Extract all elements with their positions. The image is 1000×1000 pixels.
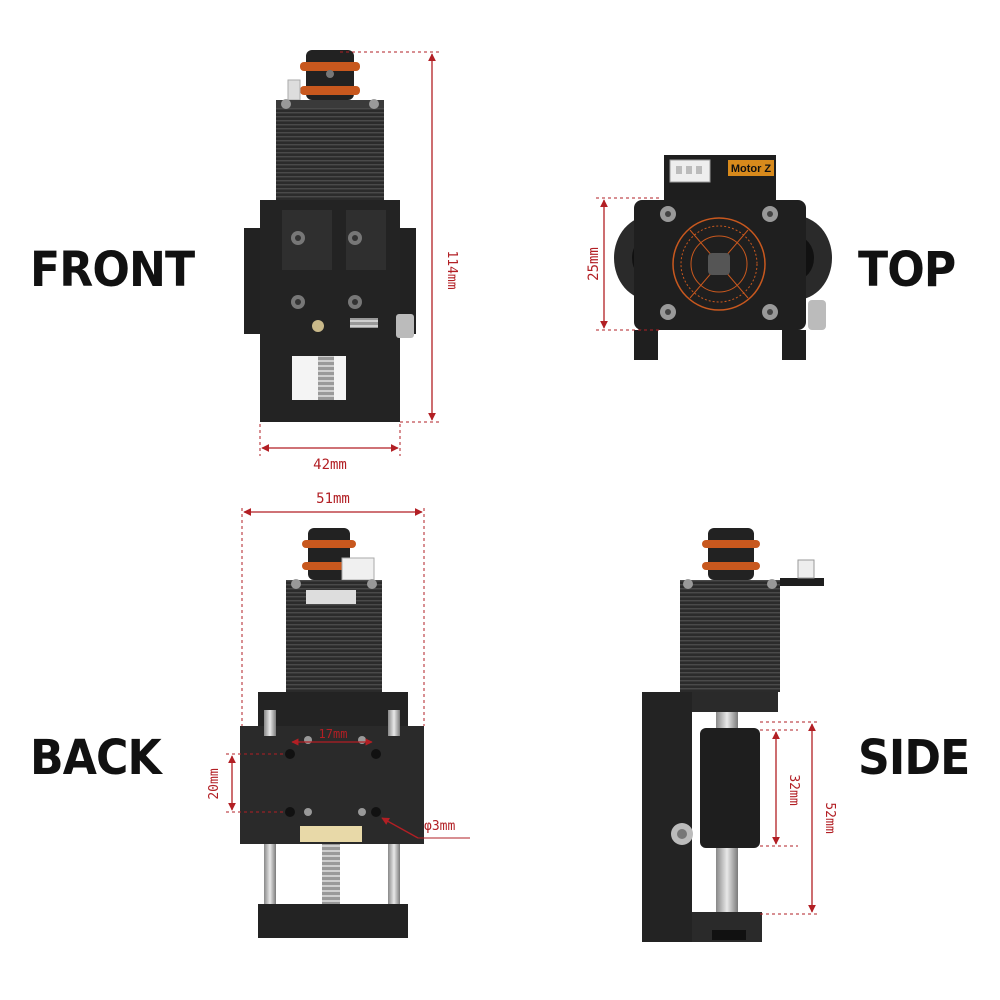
back-dimensions: 51mm 17mm 20mm φ3mm (207, 491, 470, 839)
side-outer-dimension: 52mm (822, 802, 837, 833)
front-height-dimension: 114mm (444, 250, 459, 289)
top-dimensions: 25mm (586, 197, 660, 331)
side-inner-dimension: 32mm (786, 774, 801, 805)
side-motor (680, 580, 780, 692)
front-oring-top (300, 62, 360, 71)
side-dimensions: 32mm 52mm (760, 721, 837, 915)
front-view-drawing (244, 50, 416, 422)
back-hole-diameter-dimension: φ3mm (424, 819, 455, 834)
top-view-label: TOP (858, 242, 956, 298)
top-height-dimension: 25mm (586, 247, 602, 281)
side-carriage (700, 728, 760, 848)
side-view-drawing (642, 528, 824, 942)
back-width-dimension: 51mm (316, 491, 350, 507)
back-view-drawing (240, 528, 424, 938)
top-view-drawing: Motor Z (614, 155, 832, 360)
front-width-dimension: 42mm (313, 457, 347, 473)
front-motor (276, 100, 384, 200)
front-dimensions: 114mm 42mm (259, 51, 459, 473)
back-hole-vertical-dimension: 20mm (207, 768, 222, 799)
side-rail (642, 692, 692, 942)
front-view-label: FRONT (30, 242, 195, 298)
front-oring-bottom (300, 86, 360, 95)
back-hole-spacing-dimension: 17mm (319, 727, 348, 741)
side-view-label: SIDE (858, 730, 970, 786)
back-view-label: BACK (30, 730, 162, 786)
motor-z-label-bg (728, 160, 774, 176)
motor-z-label: Motor Z (731, 163, 772, 175)
side-coupler (708, 528, 754, 580)
